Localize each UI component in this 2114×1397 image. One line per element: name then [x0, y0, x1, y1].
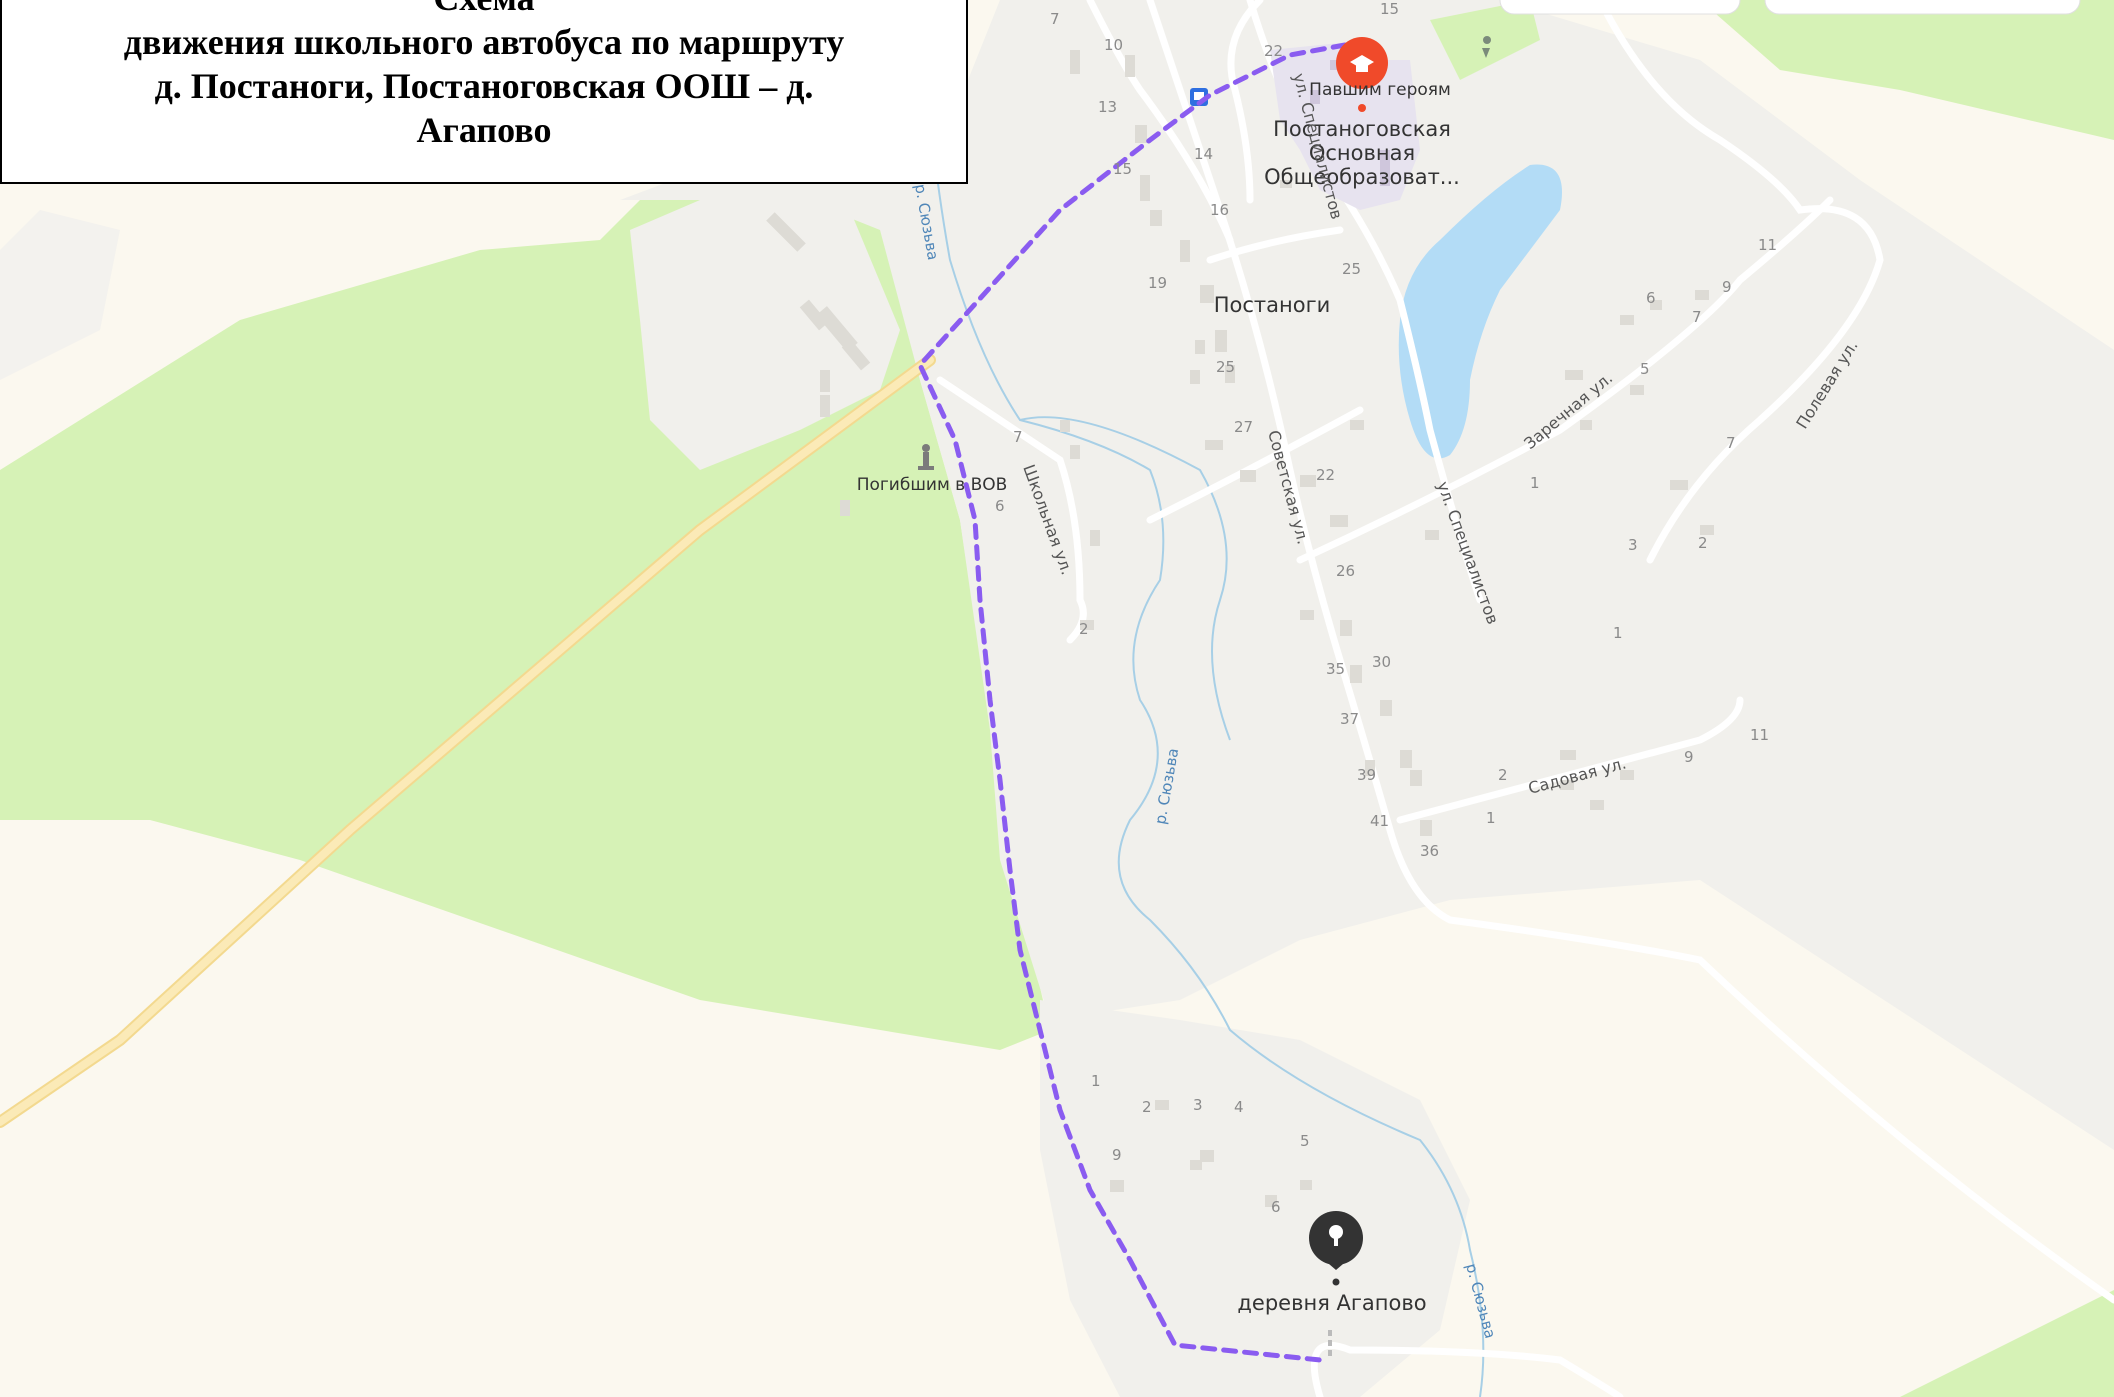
house-number: 36: [1420, 842, 1439, 860]
house-number: 15: [1380, 0, 1399, 18]
title-line: д. Постаноги, Постаноговская ООШ – д.: [154, 66, 814, 106]
house-number: 2: [1698, 534, 1708, 552]
house-number: 1: [1091, 1072, 1101, 1090]
house-number: 16: [1210, 201, 1229, 219]
school-name-line3[interactable]: Общеобразоват...: [1264, 165, 1460, 189]
house-number: 7: [1726, 434, 1736, 452]
house-number: 14: [1194, 145, 1213, 163]
house-number: 19: [1148, 274, 1167, 292]
house-number: 5: [1300, 1132, 1310, 1150]
house-number: 6: [1646, 289, 1656, 307]
house-number: 26: [1336, 562, 1355, 580]
house-number: 15: [1113, 160, 1132, 178]
village-label: Постаноги: [1214, 293, 1331, 317]
river-label: р. Сюзьва: [1462, 1261, 1499, 1340]
map-control-chip[interactable]: [1499, 0, 1741, 15]
school-name-line2[interactable]: Основная: [1309, 141, 1415, 165]
house-number: 37: [1340, 710, 1359, 728]
house-number: 5: [1640, 360, 1650, 378]
bus-route: [917, 42, 1348, 1363]
sports-icon: [1482, 36, 1491, 58]
house-number: 10: [1104, 36, 1123, 54]
house-number: 1: [1613, 624, 1623, 642]
house-number: 25: [1342, 260, 1361, 278]
title-line: Агапово: [416, 110, 552, 150]
house-number: 2: [1142, 1098, 1152, 1116]
buildings: [766, 50, 1714, 1207]
school-name-line1[interactable]: Постаноговская: [1273, 117, 1451, 141]
house-number: 11: [1758, 236, 1777, 254]
monument-icon[interactable]: [918, 444, 934, 470]
house-number: 7: [1013, 428, 1023, 446]
house-number: 2: [1079, 620, 1089, 638]
house-number: 9: [1684, 748, 1694, 766]
house-number: 6: [995, 497, 1005, 515]
house-number: 11: [1750, 726, 1769, 744]
house-number: 3: [1193, 1096, 1203, 1114]
house-number: 2: [1498, 766, 1508, 784]
monument-war-label[interactable]: Погибшим в ВОВ: [857, 475, 1008, 495]
streets: [936, 0, 2114, 1397]
monument-heroes-label[interactable]: Павшим героям: [1309, 80, 1451, 100]
map-control-chip[interactable]: [1764, 0, 2081, 15]
map-pin-icon[interactable]: [1309, 1211, 1363, 1286]
house-number: 4: [1234, 1098, 1244, 1116]
house-number: 1: [1530, 474, 1540, 492]
route-title-box: Схема движения школьного автобуса по мар…: [0, 0, 968, 184]
house-number: 30: [1372, 653, 1391, 671]
house-number: 9: [1722, 278, 1732, 296]
house-number: 41: [1370, 812, 1389, 830]
house-number: 13: [1098, 98, 1117, 116]
house-number: 7: [1050, 10, 1060, 28]
title-line: Схема: [2, 0, 966, 20]
rivers: [919, 0, 1485, 1397]
house-number: 9: [1112, 1146, 1122, 1164]
house-number: 25: [1216, 358, 1235, 376]
title-line: движения школьного автобуса по маршруту: [123, 22, 845, 62]
house-number: 35: [1326, 660, 1345, 678]
lake: [1398, 164, 1562, 459]
house-number: 7: [1692, 308, 1702, 326]
house-number: 1: [1486, 809, 1496, 827]
house-number: 39: [1357, 766, 1376, 784]
house-number: 3: [1628, 536, 1638, 554]
house-number: 22: [1264, 42, 1283, 60]
graduation-cap-icon[interactable]: [1336, 37, 1388, 112]
destination-label[interactable]: деревня Агапово: [1237, 1291, 1426, 1315]
house-number: 6: [1271, 1198, 1281, 1216]
house-number: 22: [1316, 466, 1335, 484]
house-number: 27: [1234, 418, 1253, 436]
house-numbers: 7 10 13 15 22 14 16 19 25 25 27 22 26 35…: [995, 0, 1777, 1216]
